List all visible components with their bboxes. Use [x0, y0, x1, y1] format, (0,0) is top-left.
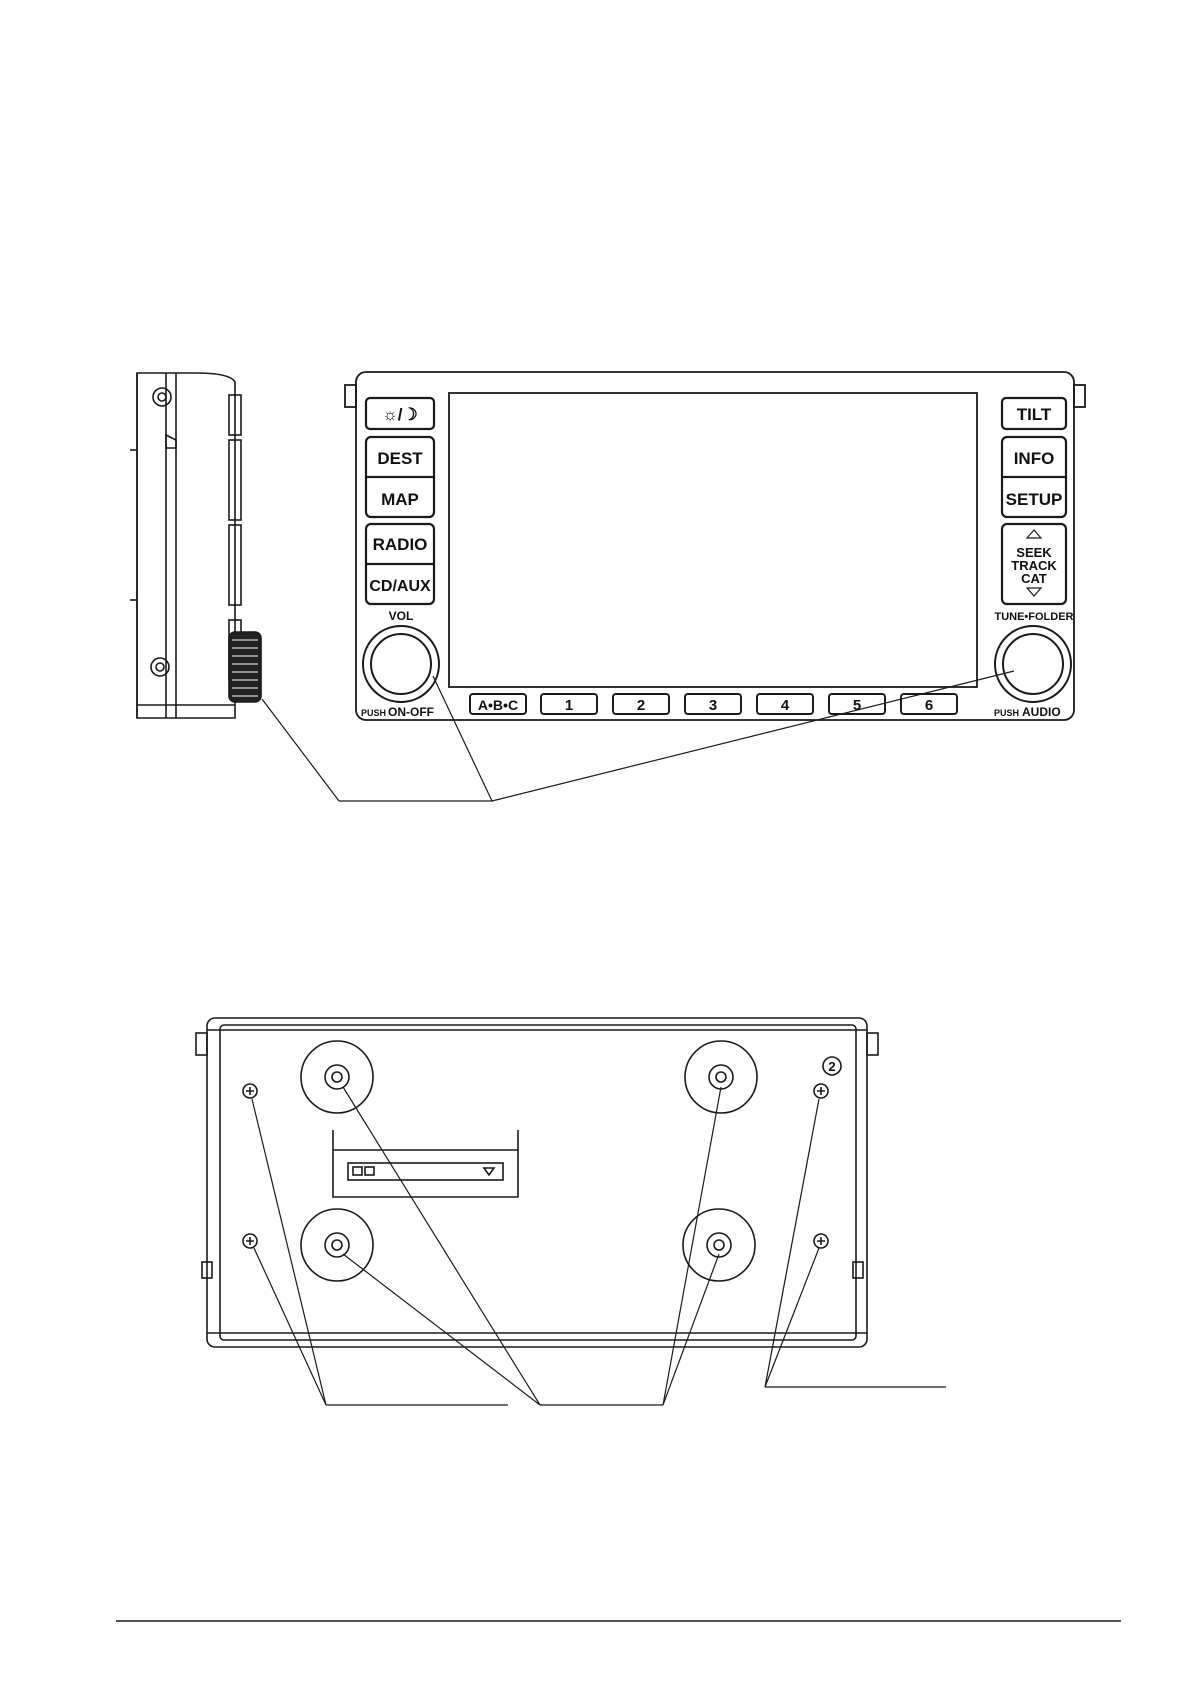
rear-housing [207, 1018, 867, 1347]
cd-aux-button[interactable]: CD/AUX [369, 578, 431, 595]
mount-boss [301, 1041, 373, 1113]
tune-folder-label: TUNE•FOLDER [994, 611, 1073, 623]
front-bezel [356, 372, 1074, 720]
side-screw-icon [153, 388, 171, 406]
day-night-label: ☼/☽ [382, 405, 418, 424]
cat-label: CAT [1021, 571, 1047, 586]
radio-button[interactable]: RADIO [373, 535, 428, 554]
preset-label: 1 [565, 697, 573, 714]
volume-knob[interactable] [371, 634, 431, 694]
mount-boss [301, 1209, 373, 1281]
tilt-label: TILT [1017, 405, 1052, 424]
push-label: PUSH [994, 708, 1019, 718]
dest-button[interactable]: DEST [377, 449, 423, 468]
info-button[interactable]: INFO [1014, 449, 1055, 468]
setup-button[interactable]: SETUP [1006, 490, 1063, 509]
card-slot [348, 1163, 503, 1180]
mount-tab [345, 385, 356, 407]
audio-label: AUDIO [1022, 705, 1061, 719]
mount-tab [867, 1033, 878, 1055]
display-screen [449, 393, 977, 687]
preset-label: 3 [709, 697, 717, 714]
knob-side-icon [229, 632, 261, 702]
mount-tab [196, 1033, 207, 1055]
side-view [130, 373, 261, 718]
preset-label: A•B•C [478, 697, 518, 713]
rear-leader-lines [252, 1087, 946, 1405]
preset-label: 5 [853, 697, 861, 714]
callout-number: 2 [828, 1059, 835, 1074]
mount-boss [685, 1041, 757, 1113]
map-button[interactable]: MAP [381, 490, 419, 509]
front-view: ☼/☽ DEST MAP RADIO CD/AUX TILT INFO SETU… [345, 372, 1085, 720]
preset-label: 2 [637, 697, 645, 714]
rear-view [196, 1018, 878, 1347]
on-off-label: ON-OFF [388, 705, 434, 719]
preset-label: 4 [781, 697, 790, 714]
preset-label: 6 [925, 697, 933, 714]
mount-boss [683, 1209, 755, 1281]
vol-label: VOL [389, 609, 414, 623]
push-label: PUSH [361, 708, 386, 718]
tune-knob[interactable] [1003, 634, 1063, 694]
mount-tab [1074, 385, 1085, 407]
